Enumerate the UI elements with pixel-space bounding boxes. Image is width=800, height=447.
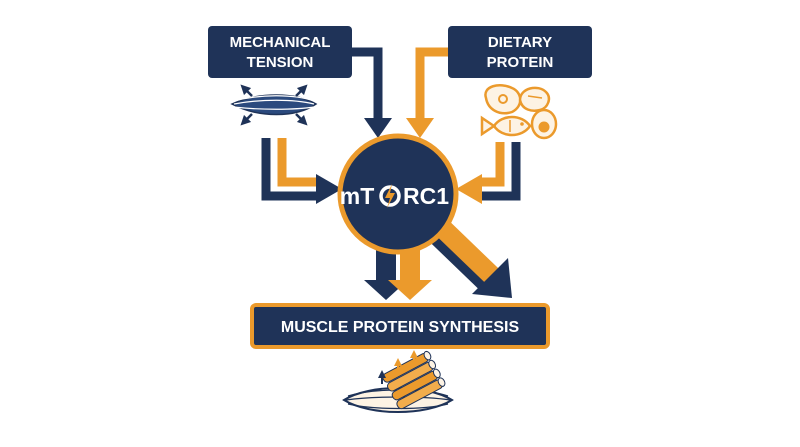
input-label-line1: MECHANICAL [230,34,331,51]
input-box-mechanical-tension-bg [208,26,352,78]
hub-node: mT RC1 [337,133,459,255]
fish-icon [480,115,532,137]
input-box-dietary-protein: DIETARY PROTEIN [448,26,592,78]
input-label-line2: PROTEIN [487,54,554,71]
chicken-icon [518,86,551,112]
muscle-stretch-icon [230,84,318,126]
protein-foods-icon [480,84,558,140]
arrow-hub-to-synthesis-diagonal [426,218,512,298]
steak-icon [484,84,522,115]
connector-tension-to-hub [352,47,392,138]
connector-protein-to-hub [406,47,448,138]
input-box-mechanical-tension: MECHANICAL TENSION [208,26,352,78]
output-box: MUSCLE PROTEIN SYNTHESIS [250,303,550,349]
hub-label-suffix: RC1 [403,183,449,209]
arrow-hub-to-synthesis-orange [388,248,432,300]
input-label-line2: TENSION [247,54,314,71]
input-box-dietary-protein-bg [448,26,592,78]
egg-icon [530,108,558,140]
output-box-bg [250,303,550,349]
input-label-line1: DIETARY [488,34,552,51]
connector-food-to-hub [456,142,521,204]
output-label: MUSCLE PROTEIN SYNTHESIS [281,319,520,336]
hub-label-prefix: mT [340,183,375,209]
connector-muscle-to-hub [261,138,342,204]
lightning-gear-icon [379,184,401,208]
muscle-fiber-growth-icon [342,350,454,413]
